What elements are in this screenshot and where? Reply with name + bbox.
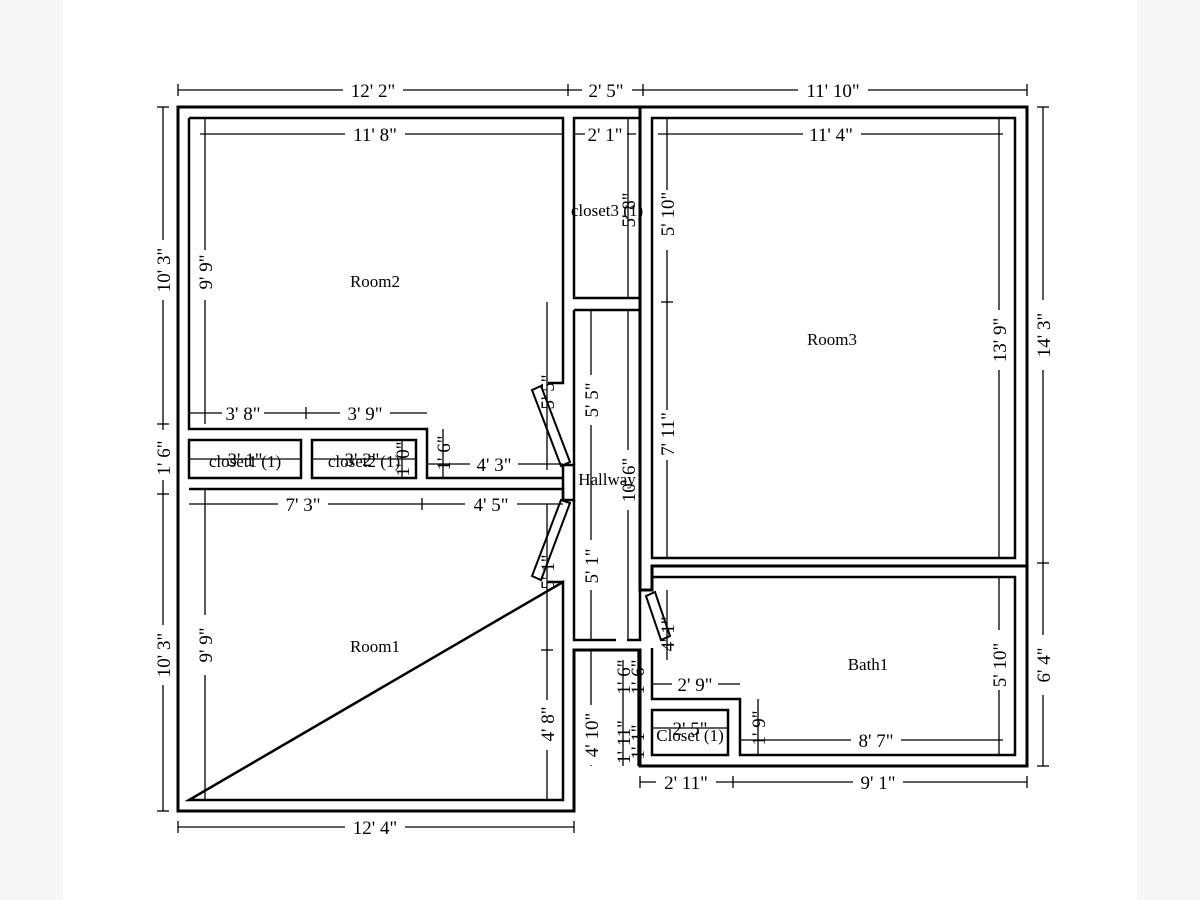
dim-room2-door-side: 5' 5" xyxy=(538,375,559,410)
doors xyxy=(530,384,672,642)
dim-room3-width: 11' 4" xyxy=(809,125,853,146)
dim-room1-top-a: 7' 3" xyxy=(286,495,321,516)
dim-room3-upper: 5' 10" xyxy=(658,192,679,236)
dim-closet2-height: 1' 0" xyxy=(393,442,414,477)
dim-bath-small-d: 1' 1" xyxy=(628,725,649,760)
hallway-nub xyxy=(561,463,576,502)
dim-bath-height: 5' 10" xyxy=(990,643,1011,687)
bath1-wall xyxy=(650,575,1017,757)
dim-bath-small-c: 1' 11" xyxy=(614,720,635,764)
dim-wall-segment: 4' 10" xyxy=(582,713,603,757)
dim-room3-height: 13' 9" xyxy=(990,318,1011,362)
room-labels: Room2 Room3 Room1 Hallway Bath1 closet1 … xyxy=(209,201,888,745)
dimension-lines xyxy=(157,84,1049,833)
dim-room1-height: 9' 9" xyxy=(196,628,217,663)
label-backgrounds xyxy=(153,80,1053,837)
dim-bath-closet-height: 1' 9" xyxy=(749,711,770,746)
label-room2: Room2 xyxy=(350,272,400,291)
outer-perimeter xyxy=(176,105,1029,813)
dim-room2-height: 9' 9" xyxy=(196,255,217,290)
dim-closet-strip-height: 1' 6" xyxy=(434,436,455,471)
dim-closet3-height: 5' 8" xyxy=(619,193,640,228)
dim-right-lower: 6' 4" xyxy=(1034,648,1055,683)
dim-bottom-mid: 2' 11" xyxy=(664,773,708,794)
dim-room1-door-side: 5' 1" xyxy=(538,555,559,590)
dim-right-total: 14' 3" xyxy=(1034,313,1055,357)
label-bath1: Bath1 xyxy=(848,655,889,674)
dim-hall-upper: 5' 5" xyxy=(582,383,603,418)
dim-room2-bottom-a: 3' 8" xyxy=(226,404,261,425)
dim-hall-lower: 5' 1" xyxy=(582,549,603,584)
bath-closet-wall xyxy=(650,708,730,757)
dim-room2-width: 11' 8" xyxy=(353,125,397,146)
dim-left-upper: 10' 3" xyxy=(154,248,175,292)
label-room3: Room3 xyxy=(807,330,857,349)
label-closet2: closet2 (1) xyxy=(328,452,400,471)
plan-sheet: 12' 2" 2' 5" 11' 10" 11' 8" 2' 1" 11' 4"… xyxy=(63,0,1137,900)
dim-bottom-left: 12' 4" xyxy=(353,818,397,839)
dim-left-lower: 10' 3" xyxy=(154,633,175,677)
label-hallway: Hallway xyxy=(578,470,636,489)
dim-left-mid: 1' 6" xyxy=(154,441,175,476)
dim-room2-bottom-b: 3' 9" xyxy=(348,404,383,425)
room2-door xyxy=(530,384,572,468)
dim-room1-right-lower: 4' 8" xyxy=(538,707,559,742)
dim-room3-lower: 7' 11" xyxy=(658,412,679,456)
dim-bath-width-inner: 8' 7" xyxy=(859,731,894,752)
label-closet3: closet3 (1) xyxy=(571,201,643,220)
dimension-labels: 12' 2" 2' 5" 11' 10" 11' 8" 2' 1" 11' 4"… xyxy=(154,81,1055,839)
label-closet1: closet1 (1) xyxy=(209,452,281,471)
label-room1: Room1 xyxy=(350,637,400,656)
outer-wall-left xyxy=(178,105,1029,592)
floor-plan: 12' 2" 2' 5" 11' 10" 11' 8" 2' 1" 11' 4"… xyxy=(153,80,1055,839)
dim-bath-small-b: 1' 6" xyxy=(628,660,649,695)
room2-wall xyxy=(187,116,565,480)
dim-bath-closet-top: 2' 9" xyxy=(678,675,713,696)
bath1-door xyxy=(644,590,672,642)
dim-top-right: 11' 10" xyxy=(806,81,859,102)
hallway-wall xyxy=(572,308,642,642)
label-closet-bath: Closet (1) xyxy=(656,726,724,745)
dim-bath-closet-width: 2' 5" xyxy=(673,719,708,740)
dim-closet1-width: 3' 1" xyxy=(228,450,263,471)
dim-hall-width: 4' 3" xyxy=(477,455,512,476)
dim-top-mid: 2' 5" xyxy=(589,81,624,102)
closet3-wall xyxy=(572,116,642,300)
dim-bottom-right: 9' 1" xyxy=(861,773,896,794)
room1-door xyxy=(530,498,572,582)
dim-bath-small-a: 1' 6" xyxy=(614,660,635,695)
dim-closet3-width: 2' 1" xyxy=(588,125,623,146)
dim-top-left: 12' 2" xyxy=(351,81,395,102)
dim-closet2-width: 3' 2" xyxy=(345,450,380,471)
dim-hall-height: 10' 6" xyxy=(619,458,640,502)
room3-wall xyxy=(650,116,1017,560)
dim-room1-top-b: 4' 5" xyxy=(474,495,509,516)
dim-bath-door-side: 4' 1" xyxy=(658,617,679,652)
